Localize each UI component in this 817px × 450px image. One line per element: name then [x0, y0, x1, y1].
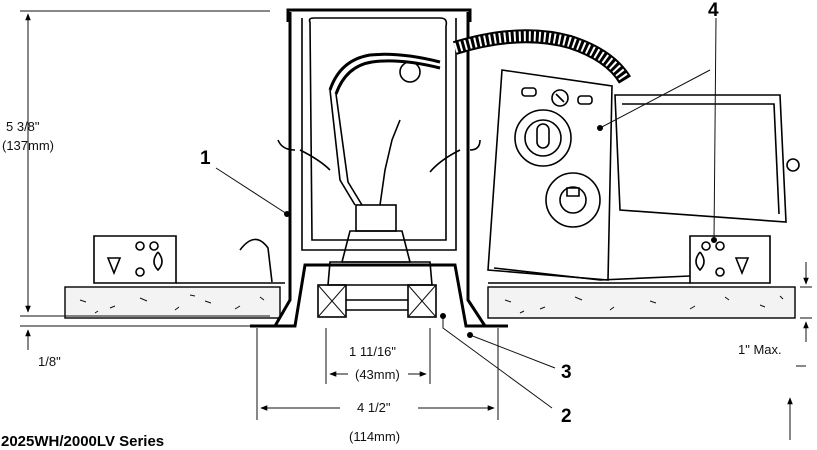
- ceiling-board-right: [487, 286, 796, 319]
- width-dimension: [256, 328, 499, 420]
- height-inches-label: 5 3/8": [6, 119, 40, 134]
- housing-can: [273, 8, 487, 327]
- junction-box: [487, 69, 800, 281]
- trim-ring: [250, 263, 508, 328]
- lamp-socket: [327, 204, 433, 286]
- trim-dimension: [20, 325, 250, 350]
- width-inches-label: 4 1/2": [357, 400, 391, 415]
- series-title: 2025WH/2000LV Series: [1, 433, 164, 450]
- width-mm-label: (114mm): [349, 429, 400, 444]
- callout-3: 3: [561, 362, 572, 383]
- wiring: [328, 52, 441, 206]
- flex-conduit: [452, 29, 632, 84]
- leader-lines: [215, 17, 717, 409]
- mounting-clip-right: [488, 235, 771, 284]
- ceiling-thickness-dimension: [787, 262, 812, 440]
- ceiling-board-left: [64, 286, 281, 319]
- height-dimension: [20, 10, 270, 317]
- aperture-inches-label: 1 11/16": [349, 344, 396, 359]
- callout-2: 2: [561, 406, 572, 427]
- height-mm-label: (137mm): [2, 138, 54, 153]
- aperture-mm-label: (43mm): [355, 367, 400, 382]
- callout-1: 1: [200, 148, 211, 169]
- trim-inches-label: 1/8": [38, 354, 61, 369]
- aperture-dimension: [325, 328, 431, 384]
- callout-4: 4: [708, 0, 719, 21]
- mounting-clip-left: [93, 235, 285, 284]
- ceiling-max-label: 1" Max.: [738, 342, 782, 357]
